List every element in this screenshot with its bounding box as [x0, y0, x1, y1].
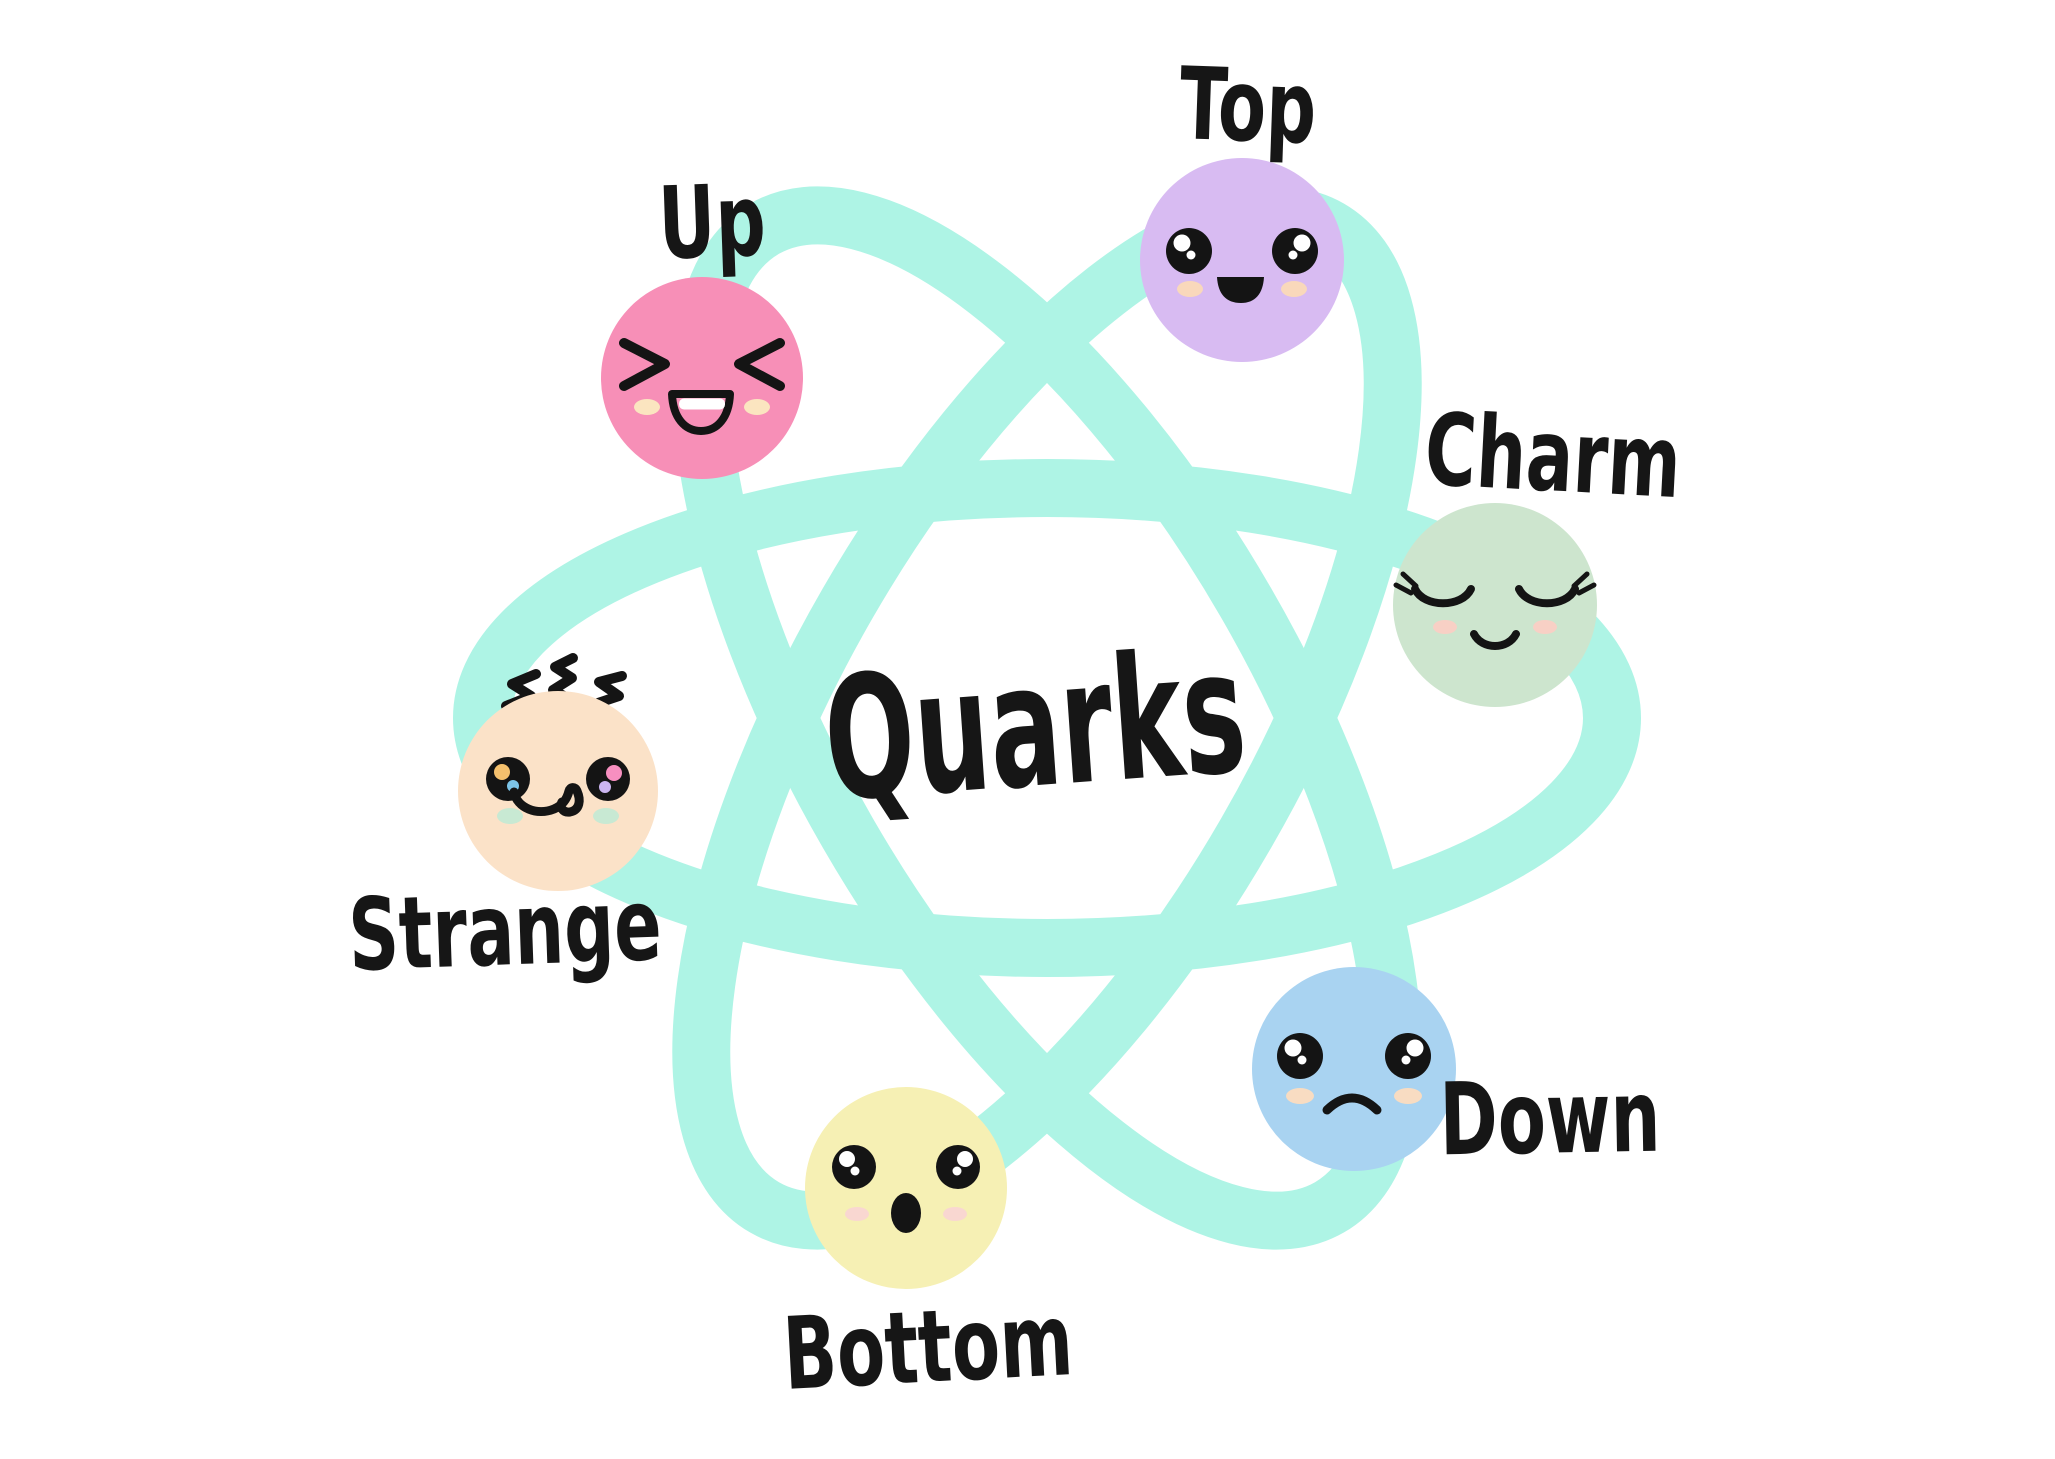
top-blush-left-icon — [1177, 281, 1203, 297]
down-label: Down — [1438, 1057, 1662, 1179]
charm-lash-right-2-icon — [1576, 582, 1597, 596]
ring-horizontal-icon — [453, 459, 1641, 977]
quark-top — [1140, 158, 1344, 362]
top-eye-left-glint-icon — [1186, 250, 1196, 260]
charm-blush-right-icon — [1533, 620, 1557, 634]
strange-mouth-tongue-icon — [509, 783, 584, 817]
quark-charm — [1393, 503, 1597, 707]
top-eye-right-glint-icon — [1288, 250, 1298, 260]
top-label: Top — [1177, 45, 1319, 167]
down-eye-right-sparkle-icon — [1406, 1039, 1424, 1057]
bottom-blush-left-icon — [845, 1207, 869, 1221]
quark-down — [1252, 967, 1456, 1171]
up-teeth-icon — [679, 398, 725, 410]
top-blush-right-icon — [1281, 281, 1307, 297]
charm-eye-left-icon — [1411, 585, 1475, 608]
charm-blush-left-icon — [1433, 620, 1457, 634]
down-body — [1252, 967, 1456, 1171]
up-blush-left-icon — [634, 399, 660, 415]
bottom-label: Bottom — [780, 1281, 1076, 1413]
top-body — [1140, 158, 1344, 362]
top-eye-left-sparkle-icon — [1173, 234, 1191, 252]
strange-eye-right-pink-sparkle-icon — [606, 765, 622, 781]
up-label: Up — [656, 161, 768, 283]
top-mouth-icon — [1217, 277, 1264, 303]
charm-eye-right-icon — [1515, 585, 1579, 608]
down-eye-right-glint-icon — [1401, 1055, 1411, 1065]
quark-up — [601, 277, 803, 479]
down-eye-left-sparkle-icon — [1284, 1039, 1302, 1057]
strange-eye-left-orange-sparkle-icon — [494, 764, 510, 780]
charm-body — [1393, 503, 1597, 707]
charm-mouth-icon — [1470, 630, 1520, 650]
strange-body — [458, 691, 658, 891]
bottom-blush-right-icon — [943, 1207, 967, 1221]
charm-lash-right-1-icon — [1571, 571, 1590, 589]
up-eye-left-icon — [619, 338, 670, 391]
down-blush-left-icon — [1286, 1088, 1314, 1104]
down-eye-left-glint-icon — [1297, 1055, 1307, 1065]
bottom-eye-left-glint-icon — [850, 1166, 860, 1176]
page-title: Quarks — [818, 613, 1252, 841]
quark-bottom — [805, 1087, 1007, 1289]
strange-eye-left-icon — [486, 757, 530, 801]
bottom-mouth-o-icon — [891, 1193, 921, 1233]
ring-diagonal-left-icon — [672, 186, 1422, 1250]
strange-eye-right-lavender-sparkle-icon — [599, 781, 611, 793]
bottom-body — [805, 1087, 1007, 1289]
charm-lash-left-2-icon — [1393, 582, 1414, 596]
strange-blush-right-icon — [593, 808, 619, 824]
up-mouth-icon — [668, 390, 734, 435]
bottom-eye-right-sparkle-icon — [957, 1151, 973, 1167]
up-eye-right-icon — [734, 338, 785, 391]
strange-blush-left-icon — [497, 808, 523, 824]
bottom-eye-left-sparkle-icon — [839, 1151, 855, 1167]
top-eye-right-sparkle-icon — [1293, 234, 1311, 252]
up-body — [601, 277, 803, 479]
down-mouth-frown-icon — [1322, 1093, 1382, 1115]
charm-lash-left-1-icon — [1400, 571, 1419, 589]
strange-label: Strange — [346, 866, 664, 994]
charm-label: Charm — [1422, 390, 1684, 522]
quark-strange — [458, 653, 658, 891]
bottom-eye-right-glint-icon — [952, 1166, 962, 1176]
up-blush-right-icon — [744, 399, 770, 415]
strange-eye-right-icon — [586, 757, 630, 801]
down-blush-right-icon — [1394, 1088, 1422, 1104]
